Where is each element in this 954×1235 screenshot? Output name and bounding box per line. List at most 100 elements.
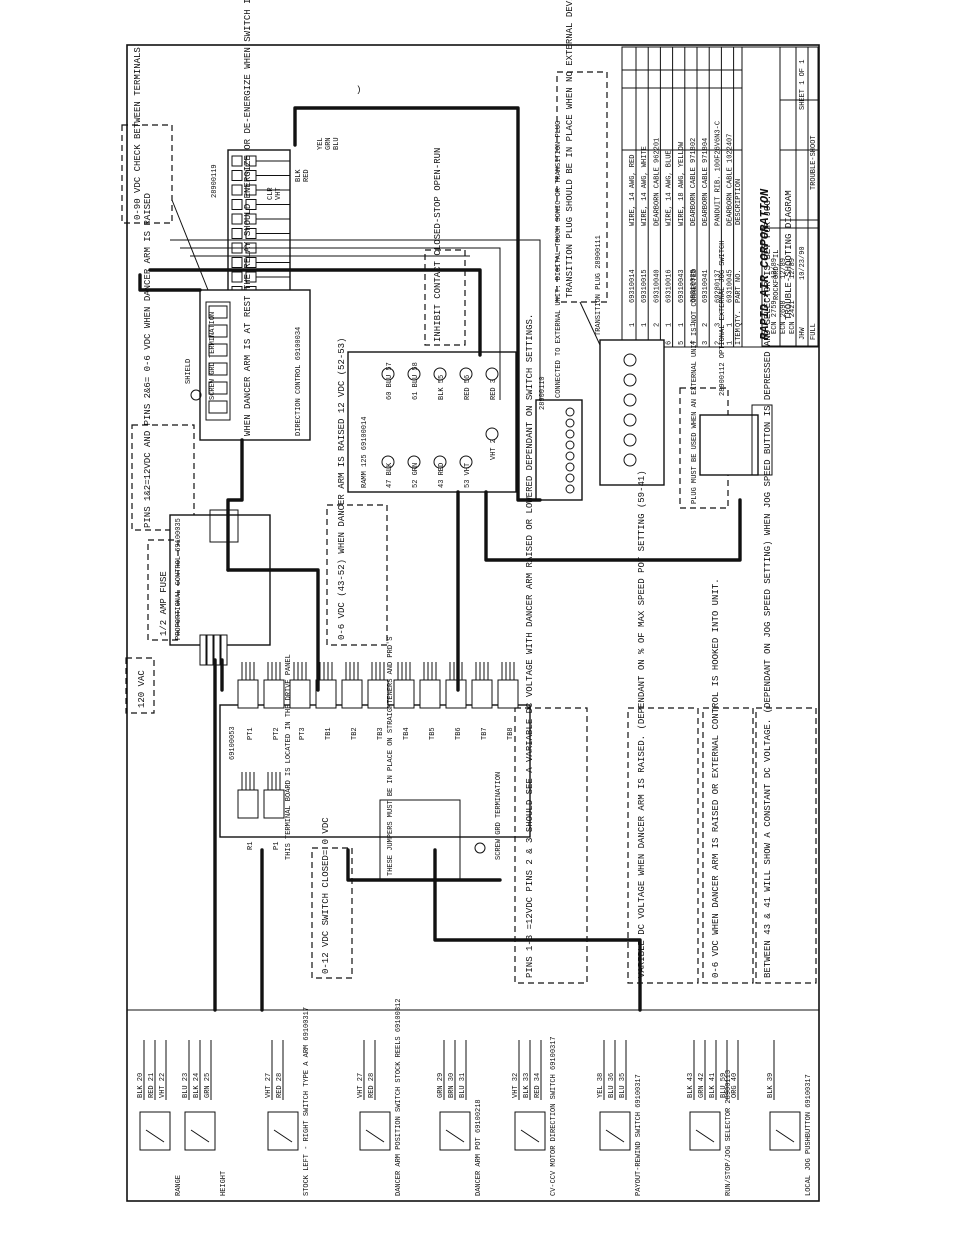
- switch-wire-label-7-1: GRN 42: [698, 1073, 706, 1098]
- company-location: ROCKFORD, IL: [773, 250, 781, 300]
- switch-label-6: PAYOUT-REWIND SWITCH 69100317: [635, 1074, 643, 1196]
- direction-terminal: [208, 343, 228, 357]
- external-connector-28900110: 28900110 CONNECTED TO EXTERNAL UNIT: DIG…: [535, 121, 773, 509]
- board-connector: [289, 679, 311, 709]
- board-connector: [315, 679, 337, 709]
- connector-pin-icon: [565, 451, 575, 461]
- strip-terminal: [231, 199, 243, 210]
- switch-contact: [695, 1129, 715, 1143]
- ramm-pin-icon: [381, 455, 395, 469]
- switch-wire-label-3-1-text: RED 28: [368, 1073, 376, 1098]
- board-connector-label-11: R1: [247, 842, 255, 850]
- switch-wire-label-6-2: BLU 35: [619, 1073, 627, 1098]
- parts-desc-1: WIRE, 14 AWG, WHITE: [641, 146, 649, 226]
- parts-qty-0: 1: [629, 323, 637, 327]
- shield-label: SHIELD: [185, 359, 193, 384]
- board-connector: [497, 679, 519, 709]
- note-transition-plug-in-place: TRANSITION PLUG SHOULD BE IN PLACE WHEN …: [556, 0, 608, 346]
- strip-terminal: [231, 155, 243, 167]
- parts-partno-5: 69310039: [690, 269, 698, 303]
- plug-note-box: [679, 387, 729, 509]
- board-connector-label-6-text: TB4: [403, 727, 411, 740]
- vac-terminal: [220, 634, 228, 666]
- parts-partno-7-text: 69280137: [714, 269, 722, 303]
- parts-item-7: 2: [714, 341, 722, 345]
- wire-code-yel: YEL: [317, 137, 325, 150]
- board-connector-label-11-text: R1: [247, 842, 255, 850]
- board-connector: [237, 679, 259, 709]
- direction-control-label: DIRECTION CONTROL 69100034: [295, 327, 303, 436]
- board-connector-label-4-text: TB2: [351, 727, 359, 740]
- board-connector-label-5: TB3: [377, 727, 385, 740]
- ramm-pin-label-8: VHT 2: [490, 439, 498, 460]
- svg-text:0-90 VDC CHECK BETWEEN TERMINA: 0-90 VDC CHECK BETWEEN TERMINALS: [133, 47, 143, 220]
- parts-partno-8-text: 69310045: [727, 269, 735, 303]
- switch-contact: [145, 1129, 165, 1143]
- switch-wire-label-7-3: BLU 59: [720, 1073, 728, 1098]
- parts-partno-4: 69310043: [678, 269, 686, 303]
- fuse-holder: [209, 509, 239, 543]
- parts-qty-7-text: 3: [714, 323, 722, 327]
- board-connector-label-7-text: TB5: [429, 727, 437, 740]
- strip-terminal: [231, 170, 243, 181]
- ramm-pin-icon: [485, 367, 499, 381]
- parts-qty-5-text: 1: [690, 323, 698, 327]
- board-connector: [263, 679, 285, 709]
- switch-wire-label-5-0-text: VHT 32: [512, 1073, 520, 1098]
- note-0-90vdc: 0-90 VDC CHECK BETWEEN TERMINALS: [121, 47, 211, 296]
- rev-ecn-3: ECN 2421: [789, 300, 797, 334]
- proportional-label: PROPORTIONAL CONTROL 69100035: [175, 518, 183, 640]
- drawn-by: JHW: [799, 327, 807, 340]
- ramm-pin-label-8-text: VHT 2: [490, 439, 498, 460]
- switch-wire-label-4-0-text: GRN 29: [437, 1073, 445, 1098]
- switch-wire-label-4-2: BLU 31: [459, 1073, 467, 1098]
- switch-wire-label-6-1-text: BLU 36: [608, 1073, 616, 1098]
- svg-text:PINS 1-3 =12VDC PINS 2 & 3 SHO: PINS 1-3 =12VDC PINS 2 & 3 SHOULD SEE A …: [525, 314, 535, 978]
- switch-contact: [605, 1129, 625, 1143]
- ramm-pin-label-5: 53 VHT: [464, 463, 472, 488]
- parts-partno-0-text: 69310014: [629, 269, 637, 303]
- board-connector-label-3-text: TB1: [325, 727, 333, 740]
- switch-wire-label-0-0: BLK 20: [137, 1073, 145, 1098]
- switch-wire-label-2-1: RED 28: [276, 1073, 284, 1098]
- switch-symbol: [184, 1111, 216, 1151]
- rev-date-3: 12/89: [789, 258, 797, 279]
- ramm-pin-label-6-text: BLK 55: [438, 375, 446, 400]
- direction-terminal: [208, 362, 228, 376]
- parts-desc-5: DEARBORN CABLE 971802: [690, 138, 698, 226]
- parts-qty-3-text: 1: [666, 323, 674, 327]
- switch-wire-label-7-1-text: GRN 42: [698, 1073, 706, 1098]
- vac-terminal: [213, 634, 221, 666]
- parts-desc-7-text: PANDUIT RIB. 100F26V6N3-C: [714, 121, 722, 226]
- board-connector: [263, 789, 285, 819]
- jog-switch-connector: [751, 404, 773, 476]
- svg-text:0-6 VDC (43-52) WHEN DANCER AR: 0-6 VDC (43-52) WHEN DANCER ARM IS RAISE…: [337, 338, 347, 640]
- parts-item-6: 3: [702, 341, 710, 345]
- board-connector: [341, 679, 363, 709]
- rev-date-2: 12/89: [780, 258, 788, 279]
- note-inhibit-contact: INHIBIT CONTACT CLOSED-STOP OPEN-RUN: [424, 148, 466, 346]
- parts-qty-2-text: 2: [653, 323, 661, 327]
- switch-wire-label-0-0-text: BLK 20: [137, 1073, 145, 1098]
- plug-pin-icon: [623, 453, 637, 467]
- parts-header-item: ITEM: [735, 328, 743, 345]
- parts-qty-5: 1: [690, 323, 698, 327]
- svg-text:120 VAC: 120 VAC: [137, 670, 147, 708]
- note-jog: BETWEEN 43 & 41 WILL SHOW A CONSTANT DC …: [755, 195, 817, 984]
- switch-label-7-text: RUN/STOP/JOG SELECTOR 28900113: [725, 1070, 733, 1196]
- switch-label-5: CV-CCV MOTOR DIRECTION SWITCH 69100317: [550, 1036, 558, 1196]
- board-connector: [419, 679, 441, 709]
- parts-header-desc: DESCRIPTION: [735, 179, 743, 225]
- parts-item-4-text: 5: [678, 341, 686, 345]
- plug-pin-icon: [623, 393, 637, 407]
- rev-date-1: 12/89: [771, 258, 779, 279]
- switch-wire-label-5-0: VHT 32: [512, 1073, 520, 1098]
- ground-screw-icon: [190, 389, 202, 401]
- switch-wire-label-7-3-text: BLU 59: [720, 1073, 728, 1098]
- switch-wire-label-2-1-text: RED 28: [276, 1073, 284, 1098]
- parts-partno-1: 69310015: [641, 269, 649, 303]
- board-connector-label-7: TB5: [429, 727, 437, 740]
- parts-partno-6: 69310041: [702, 269, 710, 303]
